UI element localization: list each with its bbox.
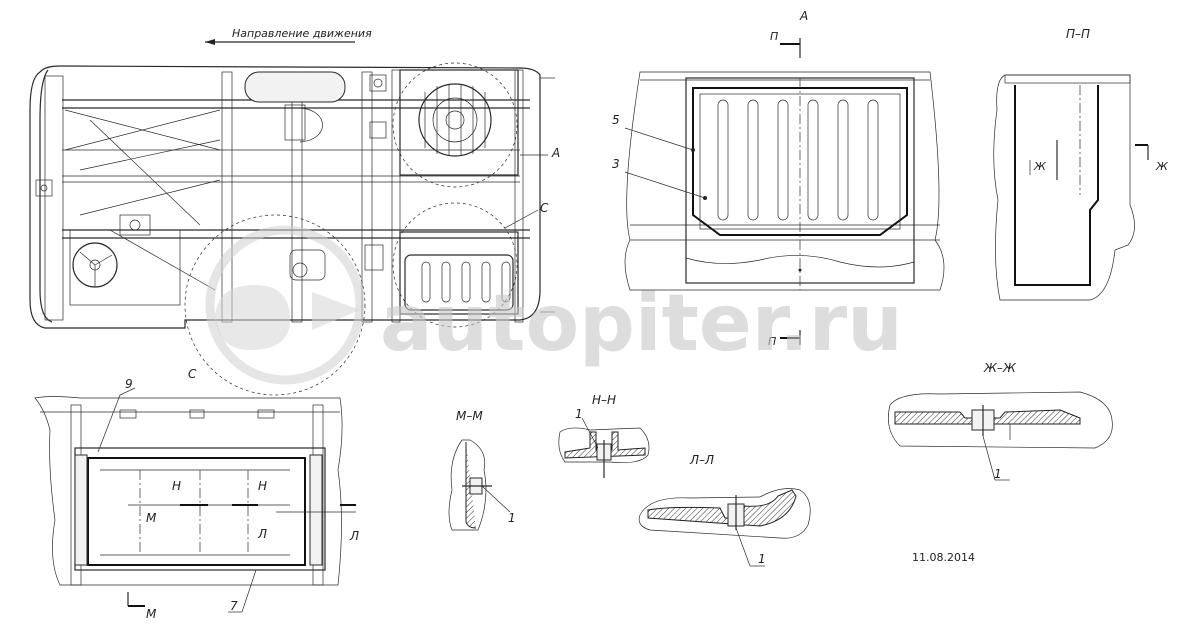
callout-7: 7 — [230, 599, 238, 613]
drawing-date: 11.08.2014 — [912, 551, 975, 564]
direction-label: Направление движения — [232, 27, 372, 40]
chassis-plan-view: Направление движения — [29, 27, 560, 396]
callout-1-nn: 1 — [575, 407, 583, 421]
section-zh-zh: Ж–Ж 1 — [888, 361, 1113, 481]
section-n-n-title: Н–Н — [592, 393, 616, 407]
detail-c-label: С — [188, 367, 197, 381]
section-n-n: Н–Н 1 — [558, 393, 650, 478]
section-m-label-inner: М — [146, 511, 157, 525]
battery-box — [392, 202, 519, 328]
section-zh-label-left: Ж — [1033, 160, 1047, 173]
marker-c: С — [540, 201, 549, 215]
section-p-label-top: П — [770, 30, 778, 43]
vehicle-outline — [29, 65, 541, 329]
section-m-m-title: М–М — [456, 409, 483, 423]
callout-1-zh: 1 — [994, 467, 1002, 481]
section-m-m: М–М 1 — [448, 409, 516, 531]
section-l-label-inner: Л — [257, 527, 267, 541]
callout-5: 5 — [612, 113, 620, 127]
view-a-title: А — [799, 9, 808, 23]
fuel-tank — [244, 71, 346, 103]
tray-outline — [692, 87, 908, 236]
callout-3: 3 — [612, 157, 620, 171]
callout-1-ll: 1 — [758, 552, 766, 566]
section-p-label-bottom: П — [768, 335, 776, 348]
cross-member — [221, 71, 233, 323]
front-bumper — [39, 69, 53, 323]
panel-view-c: Н Н М Л Л М 9 7 — [34, 377, 359, 621]
niche-frame — [685, 77, 915, 284]
section-n-label-1: Н — [172, 479, 181, 493]
section-zh-label-right: Ж — [1155, 160, 1169, 173]
lower-suspension-unit — [289, 249, 326, 281]
section-l-l: Л–Л 1 — [638, 453, 811, 567]
watermark-text: autopiter.ru — [380, 279, 903, 369]
callout-9: 9 — [125, 377, 133, 391]
marker-a: А — [551, 146, 560, 160]
tow-hook — [35, 179, 53, 197]
section-zh-zh-title: Ж–Ж — [983, 361, 1017, 375]
section-p-p: П–П Ж Ж — [993, 27, 1169, 301]
p-p-tray-profile — [1014, 85, 1099, 286]
watermark-logo: autopiter.ru — [205, 225, 903, 385]
section-p-p-title: П–П — [1066, 27, 1090, 41]
section-m-label-outer: М — [146, 607, 157, 621]
section-n-label-2: Н — [258, 479, 267, 493]
section-l-l-title: Л–Л — [689, 453, 714, 467]
section-l-label-outer: Л — [349, 529, 359, 543]
detail-circle-c — [184, 214, 366, 396]
suspension-unit — [284, 104, 306, 141]
callout-1-mm: 1 — [508, 511, 516, 525]
view-a-spare-wheel-niche: А П 5 3 П — [612, 9, 945, 348]
spare-wheel — [392, 62, 519, 188]
